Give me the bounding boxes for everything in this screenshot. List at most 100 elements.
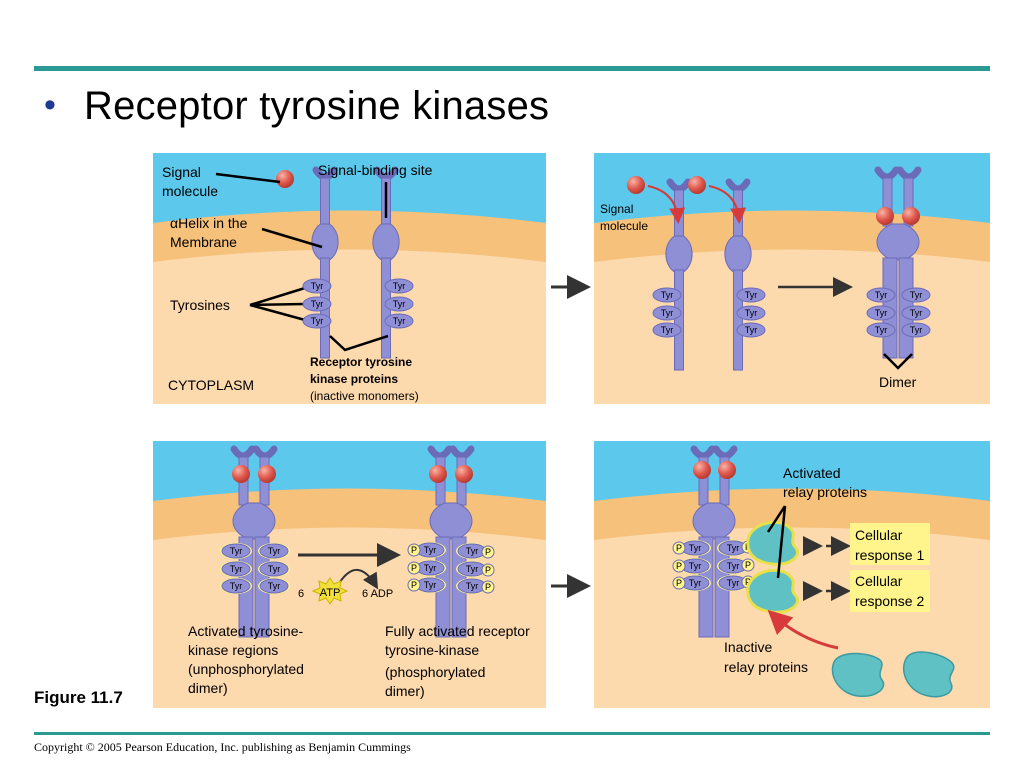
tyr-group-p2-dimer-right: Tyr Tyr Tyr [901, 287, 931, 338]
tyr-tag: Tyr [745, 308, 758, 318]
phosphate-tag: P [676, 578, 682, 588]
activated-relay-pointer-2 [776, 505, 787, 579]
tyr-tag: Tyr [875, 308, 888, 318]
helix-pointer [261, 227, 323, 249]
inactive-relay-label-1: Inactive [724, 639, 772, 655]
figure-label: Figure 11.7 [34, 688, 123, 707]
phosphate-tag: P [745, 577, 751, 587]
tyr-tag: Tyr [424, 580, 437, 590]
inactive-relay-label-2: relay proteins [724, 659, 808, 675]
tyrosines-pointer-1 [249, 286, 306, 307]
dimer-pointer [883, 353, 913, 370]
tyr-tag: Tyr [727, 561, 740, 571]
tyr-group-p1-left: Tyr Tyr Tyr [302, 278, 332, 329]
adp-label: 6 ADP [362, 588, 393, 600]
cellular-response-2-box [850, 570, 930, 612]
cellular-response-2-label-1: Cellular [855, 573, 903, 589]
signal-label-2: molecule [162, 183, 218, 199]
cytoplasm-label: CYTOPLASM [168, 377, 254, 393]
tyr-tag: Tyr [910, 308, 923, 318]
tyr-tag: Tyr [268, 546, 281, 556]
binding-arrow [647, 185, 686, 224]
phosphate-tag: P [485, 582, 491, 592]
tyr-tag: Tyr [745, 325, 758, 335]
tyr-tag: Tyr [910, 290, 923, 300]
fully-activated-label-3: (phosphorylated [385, 664, 485, 680]
slide-title: Receptor tyrosine kinases [84, 84, 550, 128]
tyr-group-p3-left: Tyr Tyr Tyr [220, 543, 252, 594]
activated-relay-label-1: Activated [783, 465, 841, 481]
ptyr-group-p3-right: Tyr P Tyr P Tyr P [456, 543, 495, 594]
activated-regions-label-1: Activated tyrosine- [188, 623, 303, 639]
tyr-tag: Tyr [661, 308, 674, 318]
tyr-tag: Tyr [424, 563, 437, 573]
phosphate-tag: P [411, 545, 417, 555]
tyrosines-pointer-2 [249, 302, 306, 307]
panel-dimerization: Signal molecule Tyr Tyr Tyr Tyr Tyr Tyr … [594, 153, 990, 404]
phosphate-tag: P [411, 563, 417, 573]
activated-relay-pointer-1 [766, 505, 787, 533]
phosphate-tag: P [745, 560, 751, 570]
helix-text: Helix in the [178, 215, 247, 231]
tyr-tag: Tyr [230, 564, 243, 574]
activated-regions-label-4: dimer) [188, 680, 228, 696]
atp-count: 6 [298, 588, 304, 600]
title-bullet: • [44, 86, 56, 124]
copyright-text: Copyright © 2005 Pearson Education, Inc.… [34, 740, 411, 754]
tyr-tag: Tyr [466, 581, 479, 591]
signal-molecule-icon [693, 461, 711, 479]
fully-activated-label-4: dimer) [385, 683, 425, 699]
activated-relay-protein-1 [746, 520, 799, 566]
signal-molecule-icon [627, 176, 645, 194]
phosphate-tag: P [411, 580, 417, 590]
activated-regions-label-2: kinase regions [188, 642, 278, 658]
tyr-tag: Tyr [268, 581, 281, 591]
tyr-tag: Tyr [661, 290, 674, 300]
signal-molecule-icon [232, 465, 250, 483]
tyr-tag: Tyr [230, 546, 243, 556]
tyr-group-p2-right: Tyr Tyr Tyr [736, 287, 766, 338]
signal-molecule-icon [688, 176, 706, 194]
phosphate-tag: P [676, 561, 682, 571]
tyr-tag: Tyr [393, 299, 406, 309]
tyr-tag: Tyr [466, 564, 479, 574]
tyr-group-p3-right: Tyr Tyr Tyr [258, 543, 290, 594]
bottom-divider [34, 732, 990, 735]
tyr-group-p1-right: Tyr Tyr Tyr [384, 278, 414, 329]
tyr-tag: Tyr [910, 325, 923, 335]
alpha-symbol: α [170, 215, 178, 231]
tyr-tag: Tyr [311, 299, 324, 309]
tyr-tag: Tyr [745, 290, 758, 300]
cellular-response-2-label-2: response 2 [855, 593, 924, 609]
phosphate-tag: P [485, 547, 491, 557]
phosphate-tag: P [676, 543, 682, 553]
tyr-tag: Tyr [311, 281, 324, 291]
binding-arrow [708, 185, 747, 224]
inactive-monomers-label: (inactive monomers) [310, 389, 419, 403]
dimer-label: Dimer [879, 374, 917, 390]
tyrosines-label: Tyrosines [170, 297, 230, 313]
tyr-tag: Tyr [689, 543, 702, 553]
signal-molecule-icon [429, 465, 447, 483]
signal-molecule-icon [718, 461, 736, 479]
panel-phosphorylation: Tyr Tyr Tyr Tyr Tyr Tyr 6 ATP 6 ADP Tyr … [153, 441, 546, 708]
cellular-response-1-label-1: Cellular [855, 527, 903, 543]
rtk-label-1: Receptor tyrosine [310, 355, 412, 369]
tyr-tag: Tyr [689, 561, 702, 571]
tyr-tag: Tyr [727, 543, 740, 553]
tyr-tag: Tyr [466, 546, 479, 556]
tyr-tag: Tyr [875, 290, 888, 300]
signal-molecule-icon [902, 207, 920, 225]
signal-pointer [215, 172, 281, 184]
signal-molecule-icon [258, 465, 276, 483]
fully-activated-label-1: Fully activated receptor [385, 623, 530, 639]
tyr-tag: Tyr [230, 581, 243, 591]
activated-relay-label-2: relay proteins [783, 484, 867, 500]
tyrosines-pointer-3 [249, 303, 306, 322]
tyr-tag: Tyr [727, 578, 740, 588]
atp-adp-arrow [339, 569, 379, 590]
relay-recruit-arrow [767, 609, 839, 650]
helix-label-2: Membrane [170, 234, 237, 250]
helix-label-1: αHelix in the [170, 215, 248, 231]
